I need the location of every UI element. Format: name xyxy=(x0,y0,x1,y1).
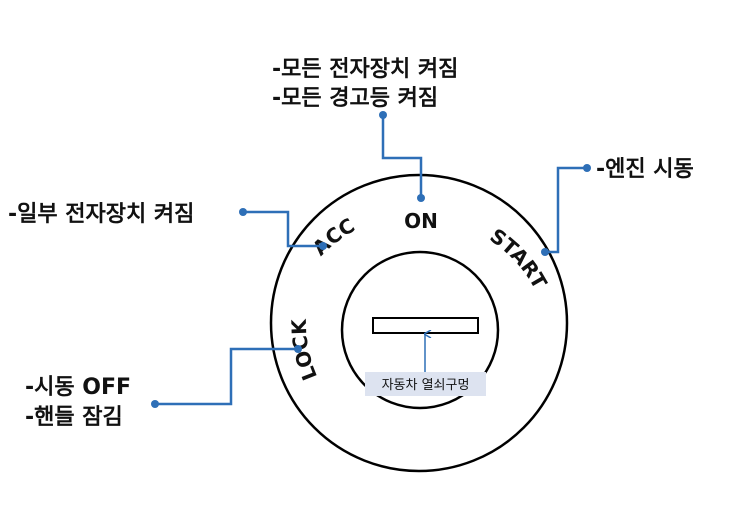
callout-on-line2: -모든 경고등 켜짐 xyxy=(272,86,438,111)
callout-lock-line2: -핸들 잠김 xyxy=(25,405,123,430)
leader-line-start xyxy=(545,166,587,254)
callout-acc: -일부 전자장치 켜짐 xyxy=(8,202,194,227)
leader-dot-acc-right xyxy=(319,242,327,250)
key-slot xyxy=(372,317,479,334)
leader-line-on xyxy=(381,115,423,198)
leader-dot-start-right xyxy=(583,164,591,172)
callout-on-line1: -모든 전자장치 켜짐 xyxy=(272,57,458,82)
leader-dot-on-top xyxy=(379,111,387,119)
leader-dot-on-bottom xyxy=(417,194,425,202)
keyhole-label-box xyxy=(365,372,486,396)
leader-line-lock xyxy=(155,347,298,406)
leader-dot-acc-left xyxy=(239,208,247,216)
callout-lock-line1: -시동 OFF xyxy=(25,375,131,400)
leader-dot-lock-left xyxy=(151,400,159,408)
keyhole-label: 자동차 열쇠구멍 xyxy=(382,378,470,393)
leader-dot-lock-right xyxy=(294,345,302,353)
leader-dot-start-left xyxy=(541,248,549,256)
position-label-on: ON xyxy=(404,209,438,233)
leader-line-acc xyxy=(243,210,323,248)
callout-start: -엔진 시동 xyxy=(596,157,694,182)
